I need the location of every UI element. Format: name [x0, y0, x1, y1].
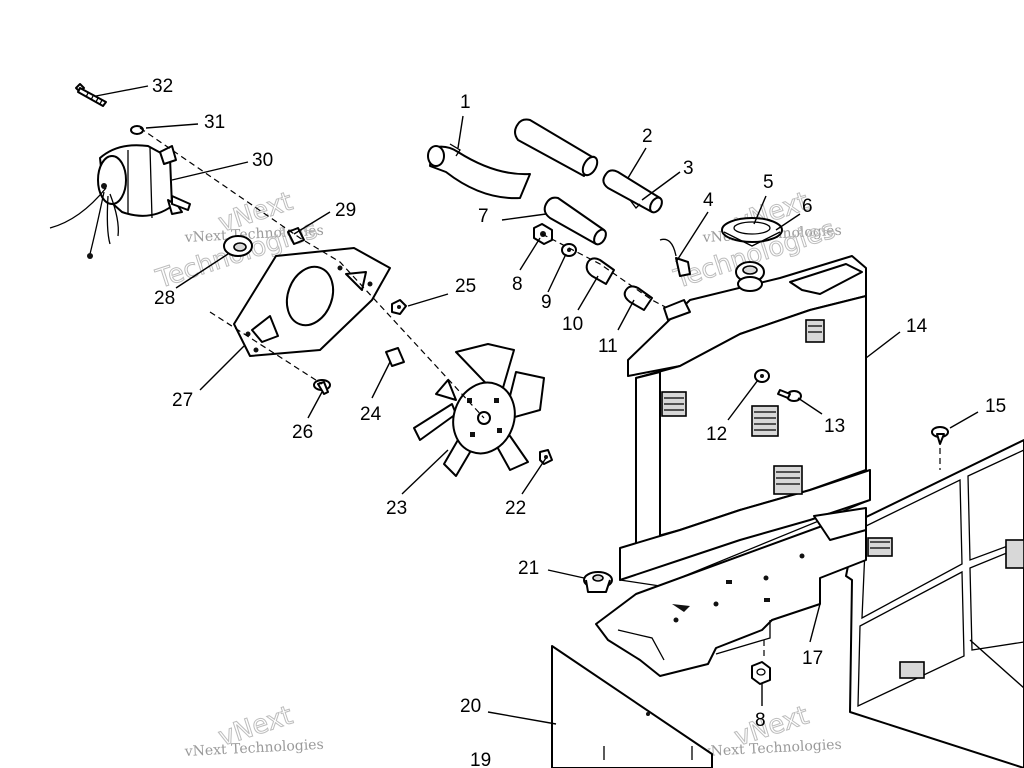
watermark-small-text: vNext Technologies: [701, 737, 842, 760]
callout-3: 3: [683, 158, 694, 179]
motor-washer: [130, 125, 144, 135]
hose-bushing-10: [585, 257, 615, 285]
callout-2: 2: [642, 126, 653, 147]
callout-23: 23: [386, 498, 407, 519]
watermark-bottom-left: vNext Technologies vNext: [183, 700, 324, 760]
callout-32: 32: [152, 76, 173, 97]
lower-hose: [543, 196, 607, 246]
callout-13: 13: [824, 416, 845, 437]
callout-14: 14: [906, 316, 928, 337]
watermark-bottom-right: vNext Technologies vNext: [701, 700, 842, 760]
callout-20: 20: [460, 696, 481, 717]
callout-12: 12: [706, 424, 727, 445]
callout-8: 8: [512, 274, 523, 295]
hose-spacer-11: [623, 285, 653, 311]
mounting-tray: [595, 507, 867, 677]
callout-4: 4: [703, 190, 714, 211]
callout-27: 27: [172, 390, 193, 411]
watermark-small-text: vNext Technologies: [183, 223, 324, 246]
fan-nut: [539, 449, 553, 465]
callout-26: 26: [292, 422, 313, 443]
callout-29: 29: [335, 200, 356, 221]
overflow-tube: [659, 238, 691, 277]
vent-hose: [514, 118, 599, 177]
callout-9: 9: [541, 292, 552, 313]
radiator-washer: [754, 369, 770, 383]
tray-grommet: [583, 571, 613, 593]
callout-31: 31: [204, 112, 225, 133]
fan-spacer: [385, 347, 405, 367]
callout-8-lower: 8: [755, 710, 766, 731]
motor-bushing: [223, 235, 253, 257]
callout-19: 19: [470, 750, 491, 768]
motor-bolt: [75, 83, 107, 107]
callout-11: 11: [598, 336, 618, 357]
callout-25: 25: [455, 276, 476, 297]
tray-nut: [751, 661, 771, 685]
radiator-cap: [721, 217, 783, 247]
callout-17: 17: [802, 648, 823, 669]
fan-motor: [49, 144, 191, 259]
callout-6: 6: [802, 196, 813, 217]
callout-5: 5: [763, 172, 774, 193]
callout-21: 21: [518, 558, 539, 579]
upper-hose: [427, 143, 531, 200]
radiator-bolt: [777, 389, 802, 402]
grille-screw: [931, 426, 949, 445]
screw-axis: [209, 311, 323, 385]
callout-28: 28: [154, 288, 175, 309]
callout-24: 24: [360, 404, 382, 425]
callout-15: 15: [985, 396, 1006, 417]
bracket-nut: [391, 299, 407, 315]
watermark-small-text: vNext Technologies: [183, 737, 324, 760]
callout-30: 30: [252, 150, 273, 171]
bracket-screw: [313, 379, 331, 395]
callout-22: 22: [505, 498, 526, 519]
leader-lines: [95, 85, 1024, 725]
cooling-fan: [413, 343, 545, 477]
callout-10: 10: [562, 314, 583, 335]
callout-1: 1: [460, 92, 471, 113]
shroud-panel: [551, 645, 713, 768]
radiator: [619, 255, 871, 587]
radiator-screen: [845, 439, 1024, 768]
hose-fitting: [602, 169, 663, 214]
callout-labels: 1 2 3 4 5 6 7 8 9 10 11 12 13 14 15 17 8…: [152, 76, 1006, 768]
callout-7: 7: [478, 206, 489, 227]
motor-mount-bracket: [233, 247, 391, 357]
cap-gasket: [735, 261, 765, 283]
